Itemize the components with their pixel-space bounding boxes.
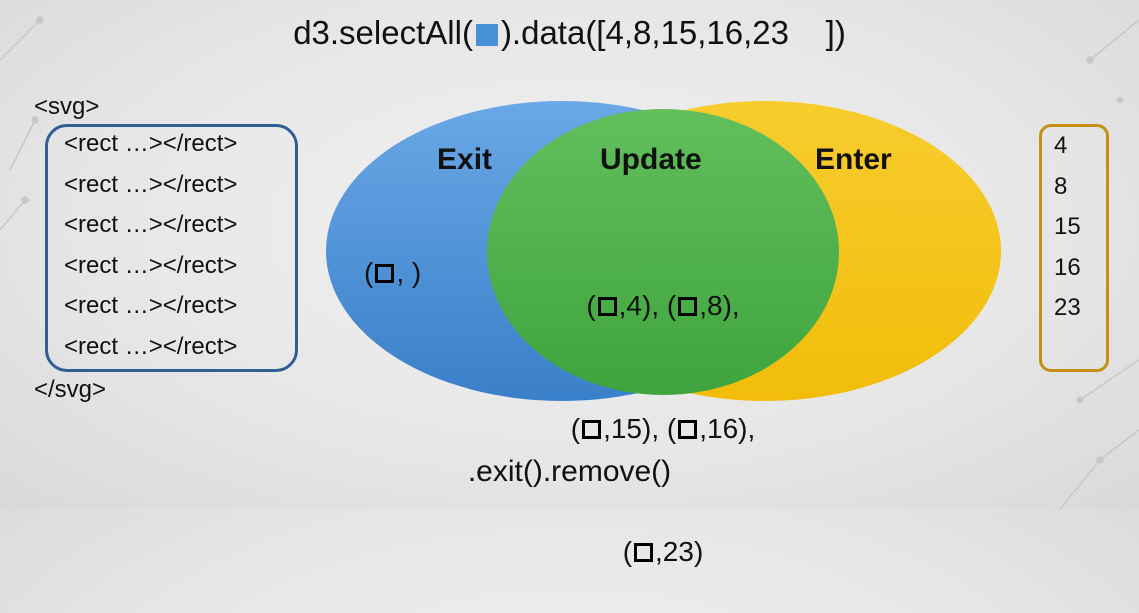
rect-element: <rect …></rect> [64, 211, 238, 239]
data-value: 15 [1054, 213, 1081, 241]
venn-diagram [326, 101, 1001, 401]
blue-square-icon [475, 24, 498, 46]
rect-square-icon [678, 297, 698, 316]
rect-element: <rect …></rect> [64, 292, 238, 320]
update-item: (,23) [622, 536, 704, 567]
update-set-ellipse [487, 109, 839, 395]
update-item: (,8) [666, 290, 732, 321]
svg-close-tag: </svg> [34, 376, 107, 403]
background-network-decoration [0, 16, 1139, 509]
rect-square-icon [597, 297, 617, 316]
svg-open-tag: <svg> [34, 93, 100, 120]
rect-square-icon [634, 543, 654, 562]
update-label: Update [600, 143, 702, 176]
exit-label: Exit [437, 143, 493, 176]
rect-element: <rect …></rect> [64, 332, 238, 360]
rect-square-icon [582, 420, 602, 439]
exit-item: (, ) [364, 257, 422, 288]
rect-element: <rect …></rect> [64, 251, 238, 279]
exit-remove-code: .exit().remove() [467, 455, 672, 488]
rect-element: <rect …></rect> [64, 170, 238, 198]
update-item: (,15) [570, 413, 652, 444]
data-value: 8 [1054, 172, 1068, 200]
data-value: 23 [1054, 294, 1081, 322]
update-item: (,16) [666, 413, 748, 444]
rect-square-icon [678, 420, 698, 439]
rect-elements-list: <rect …></rect> <rect …></rect> <rect …>… [64, 124, 237, 368]
update-items: (,4), (,8), (,15), (,16), (,23) [570, 290, 756, 567]
data-value: 16 [1054, 253, 1081, 281]
data-value: 4 [1054, 132, 1068, 159]
rect-square-icon [375, 264, 395, 283]
update-item: (,4) [586, 290, 652, 321]
title-suffix: ).data([4,8,15,16,23 ]) [500, 14, 846, 51]
enter-label: Enter [815, 143, 892, 176]
data-values-list: 4 8 15 16 23 [1054, 126, 1081, 329]
title-prefix: d3.selectAll( [293, 14, 473, 51]
data-values-box [1039, 124, 1109, 372]
code-title: d3.selectAll( ).data([4,8,15,16,23 ]) [0, 14, 1139, 52]
rect-elements-box [45, 124, 298, 372]
rect-element: <rect …></rect> [64, 130, 238, 157]
